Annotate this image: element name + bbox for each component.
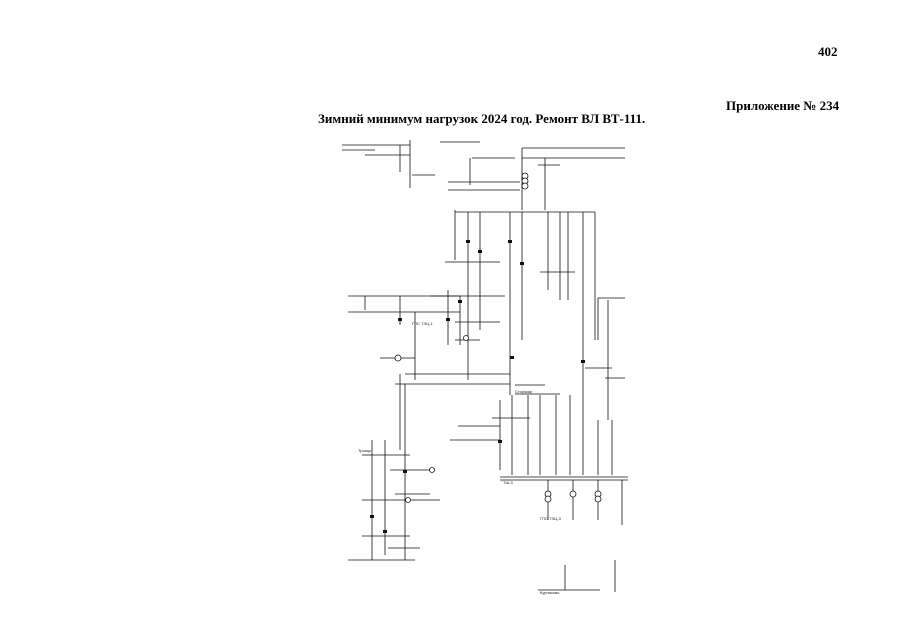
page-number: 402 xyxy=(818,44,838,59)
switch-marks xyxy=(370,240,585,533)
scheme-lines xyxy=(342,140,628,592)
node-label-tec1: ГПС ТЭЦ-1 xyxy=(412,321,434,326)
node-label-kurpakhovo: Курпахово xyxy=(540,590,560,595)
appendix-label: Приложение № 234 xyxy=(726,98,840,113)
transformer-symbols xyxy=(394,172,602,503)
node-label-tsh3: ТШ-3 xyxy=(503,480,513,485)
node-label-tec3: ГПС ТЭЦ-3 xyxy=(540,516,562,521)
tiny-labels: ГПС ТЭЦ-1 ТШ-3 ГПС ТЭЦ-3 Троицк Сторукар… xyxy=(358,321,562,595)
page-title: Зимний минимум нагрузок 2024 год. Ремонт… xyxy=(318,111,646,126)
node-label-troitsk: Троицк xyxy=(358,448,371,453)
node-label-stryk: Сторукар xyxy=(515,389,533,394)
